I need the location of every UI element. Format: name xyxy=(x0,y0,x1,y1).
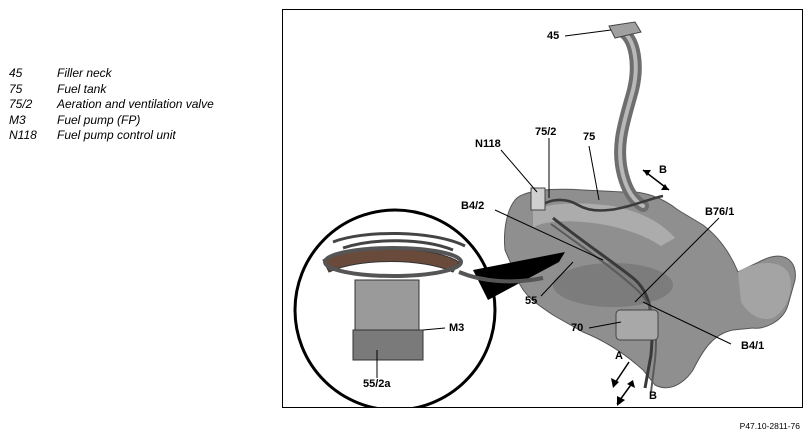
legend-code: 45 xyxy=(9,66,23,80)
legend: 45 Filler neck 75 Fuel tank 75/2 Aeration a… xyxy=(9,66,214,144)
callout-75: 75 xyxy=(583,131,596,143)
fuel-system-diagram: 45 N118 75/2 75 B B4/2 B76/1 55 M3 70 B4… xyxy=(282,9,803,408)
filler-neck-tube-highlight xyxy=(618,30,645,208)
detail-wedge xyxy=(473,252,565,300)
legend-item: M3 Fuel pump (FP) xyxy=(9,113,214,129)
leader-b76-1 xyxy=(634,217,720,303)
pump-module-lower xyxy=(352,329,424,361)
legend-code: 75 xyxy=(9,81,23,96)
filler-neck-cap xyxy=(608,21,642,39)
leader-45 xyxy=(564,29,612,37)
legend-desc: Fuel pump (FP) xyxy=(57,112,141,127)
arrow-b-bottom xyxy=(616,380,635,406)
callout-b76-1: B76/1 xyxy=(705,206,735,218)
reference-code: P47.10-2811-76 xyxy=(739,421,800,431)
callout-b-top: B xyxy=(659,164,667,176)
callout-n118: N118 xyxy=(475,138,501,150)
callout-55: 55 xyxy=(525,295,538,307)
pump-lines xyxy=(332,232,466,252)
leader-b4-2 xyxy=(494,209,604,261)
callout-75-2: 75/2 xyxy=(535,126,557,138)
fuel-tank-highlight xyxy=(533,203,675,246)
legend-item: N118 Fuel pump control unit xyxy=(9,128,214,144)
callout-m3: M3 xyxy=(449,322,465,334)
legend-desc: Fuel tank xyxy=(57,81,107,96)
callout-45: 45 xyxy=(547,30,560,42)
arrow-a xyxy=(611,361,630,388)
callout-70: 70 xyxy=(571,322,584,334)
legend-desc: Aeration and ventilation valve xyxy=(57,97,214,111)
vent-line xyxy=(536,194,664,212)
callout-a: A xyxy=(615,350,623,362)
callout-b-bottom: B xyxy=(649,390,657,402)
callout-55-2a: 55/2a xyxy=(363,378,391,390)
leader-55 xyxy=(540,261,574,297)
legend-item: 45 Filler neck xyxy=(9,66,214,82)
legend-item: 75 Fuel tank xyxy=(9,82,214,98)
leader-70 xyxy=(588,321,622,329)
fuel-pump-control-unit-shape xyxy=(530,187,546,211)
component-70-shape xyxy=(615,309,659,341)
legend-desc: Fuel pump control unit xyxy=(57,128,176,142)
callout-b4-2: B4/2 xyxy=(461,200,485,212)
callout-b4-1: B4/1 xyxy=(741,340,765,352)
leader-b4-1 xyxy=(642,301,732,345)
pump-hose xyxy=(458,270,544,284)
legend-code: 75/2 xyxy=(9,97,33,111)
legend-code: M3 xyxy=(9,112,26,127)
legend-desc: Filler neck xyxy=(57,66,112,80)
leader-75 xyxy=(588,145,600,201)
legend-code: N118 xyxy=(9,128,37,142)
arrow-b-top xyxy=(642,169,670,191)
leader-n118 xyxy=(500,149,538,193)
lock-ring xyxy=(323,246,463,278)
fuel-pump-detail xyxy=(322,232,544,361)
fuel-tank-right-lobe xyxy=(738,262,791,320)
legend-item: 75/2 Aeration and ventilation valve xyxy=(9,97,214,113)
leader-m3 xyxy=(422,327,446,331)
diagram-illustration xyxy=(293,21,796,407)
